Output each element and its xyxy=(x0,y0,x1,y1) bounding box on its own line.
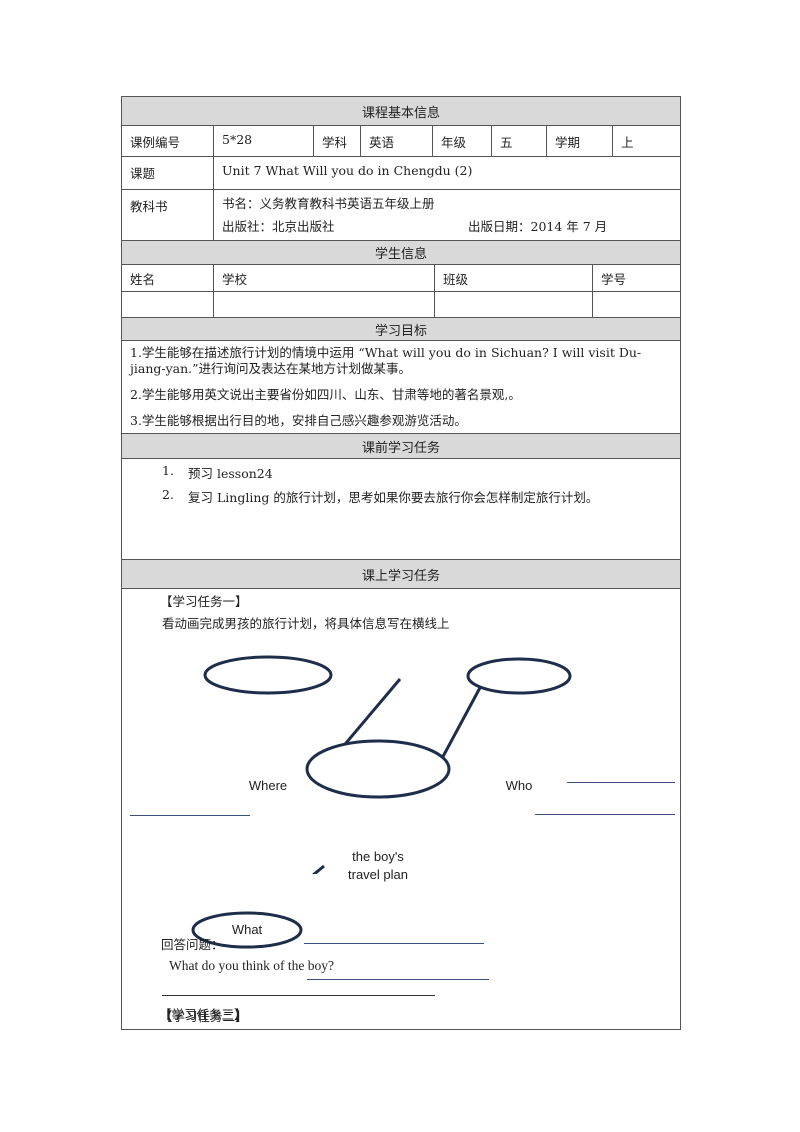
where-answer-line[interactable] xyxy=(130,815,250,816)
where-node xyxy=(203,655,333,695)
what-answer-line-2[interactable] xyxy=(307,979,489,980)
publisher: 出版社：北京出版社 xyxy=(222,219,335,234)
preclass-header: 课前学习任务 xyxy=(122,434,680,459)
name-blank xyxy=(122,292,214,317)
class-blank xyxy=(435,292,593,317)
who-node xyxy=(466,657,572,695)
inclass-header-text: 课上学习任务 xyxy=(361,568,440,584)
where-label: Where xyxy=(248,778,288,793)
what-node-svg xyxy=(191,911,303,949)
what-answer-line-1[interactable] xyxy=(304,943,484,944)
name-label: 姓名 xyxy=(122,265,214,291)
task-2-prompt: 回答问题： xyxy=(161,937,224,952)
textbook-row: 教科书 书名：义务教育教科书英语五年级上册 出版社：北京出版社 出版日期：201… xyxy=(122,190,680,241)
task-2-answer-line[interactable] xyxy=(162,995,435,996)
objective-2: 2.学生能够用英文说出主要省份如四川、山东、甘肃等地的著名景观,。 xyxy=(130,387,521,402)
center-node-line-1: the boy's xyxy=(352,849,404,864)
term-value: 上 xyxy=(621,135,634,150)
term-label: 学期 xyxy=(547,126,613,156)
grade-value: 五 xyxy=(492,126,547,156)
who-answer-line-2[interactable] xyxy=(535,814,675,815)
topic-value: Unit 7 What Will you do in Chengdu (2) xyxy=(222,163,473,178)
lesson-id-value: 5*28 xyxy=(214,126,314,156)
objective-1: 1.学生能够在描述旅行计划的情境中运用 “What will you do in… xyxy=(130,345,642,376)
school-blank xyxy=(214,292,435,317)
inclass-body: 【学习任务一】 看动画完成男孩的旅行计划，将具体信息写在横线上 the boy'… xyxy=(122,589,680,1029)
task-2-question: What do you think of the boy? xyxy=(169,958,334,973)
travel-plan-mind-map xyxy=(203,655,572,874)
school-label: 学校 xyxy=(214,265,435,291)
student-info-labels-row: 姓名 学校 班级 学号 xyxy=(122,265,680,292)
who-answer-line-1[interactable] xyxy=(567,782,675,783)
student-info-blank-row xyxy=(122,292,680,318)
what-label: What xyxy=(231,922,263,937)
preclass-item-2-number: 2. xyxy=(162,487,174,502)
what-node xyxy=(191,911,303,949)
preclass-header-text: 课前学习任务 xyxy=(361,440,440,456)
connector-what xyxy=(311,864,325,874)
task-2-title: 【学习任务二】 xyxy=(160,1009,248,1024)
textbook-label: 教科书 xyxy=(122,190,214,240)
objective-3: 3.学生能够根据出行目的地，安排自己感兴趣参观游览活动。 xyxy=(130,413,467,428)
course-info-header: 课程基本信息 xyxy=(122,97,680,126)
preclass-item-1: 预习 lesson24 xyxy=(188,466,273,481)
topic-label: 课题 xyxy=(122,157,214,189)
center-node xyxy=(305,739,451,799)
subject-label: 学科 xyxy=(314,126,361,156)
center-node-line-2: travel plan xyxy=(348,867,408,882)
book-name: 书名：义务教育教科书英语五年级上册 xyxy=(222,196,435,211)
inclass-header: 课上学习任务 xyxy=(122,560,680,589)
publish-date: 出版日期：2014 年 7 月 xyxy=(468,219,608,234)
lesson-worksheet: 课程基本信息 课例编号 5*28 学科 英语 年级 五 学期 上 课题 Unit… xyxy=(121,96,681,1030)
who-label: Who xyxy=(505,778,533,793)
class-label: 班级 xyxy=(435,265,593,291)
number-label: 学号 xyxy=(601,272,627,287)
objectives-header-text: 学习目标 xyxy=(374,323,427,339)
task-1-description: 看动画完成男孩的旅行计划，将具体信息写在横线上 xyxy=(162,616,450,631)
course-meta-row: 课例编号 5*28 学科 英语 年级 五 学期 上 xyxy=(122,126,680,157)
student-info-header: 学生信息 xyxy=(122,241,680,265)
subject-value: 英语 xyxy=(361,126,433,156)
student-info-header-text: 学生信息 xyxy=(374,247,427,262)
lesson-id-label: 课例编号 xyxy=(122,126,214,156)
course-info-header-text: 课程基本信息 xyxy=(361,105,440,121)
objectives-body: 1.学生能够在描述旅行计划的情境中运用 “What will you do in… xyxy=(122,341,680,434)
task-3-title: 【学习任务三】 xyxy=(159,1007,247,1022)
number-blank xyxy=(593,292,682,317)
preclass-item-2: 复习 Lingling 的旅行计划，思考如果你要去旅行你会怎样制定旅行计划。 xyxy=(188,490,599,505)
objectives-header: 学习目标 xyxy=(122,318,680,341)
task-1-title: 【学习任务一】 xyxy=(160,594,248,609)
grade-label: 年级 xyxy=(433,126,492,156)
preclass-body: 1. 预习 lesson24 2. 复习 Lingling 的旅行计划，思考如果… xyxy=(122,459,680,560)
topic-row: 课题 Unit 7 What Will you do in Chengdu (2… xyxy=(122,157,680,190)
preclass-item-1-number: 1. xyxy=(162,463,174,478)
